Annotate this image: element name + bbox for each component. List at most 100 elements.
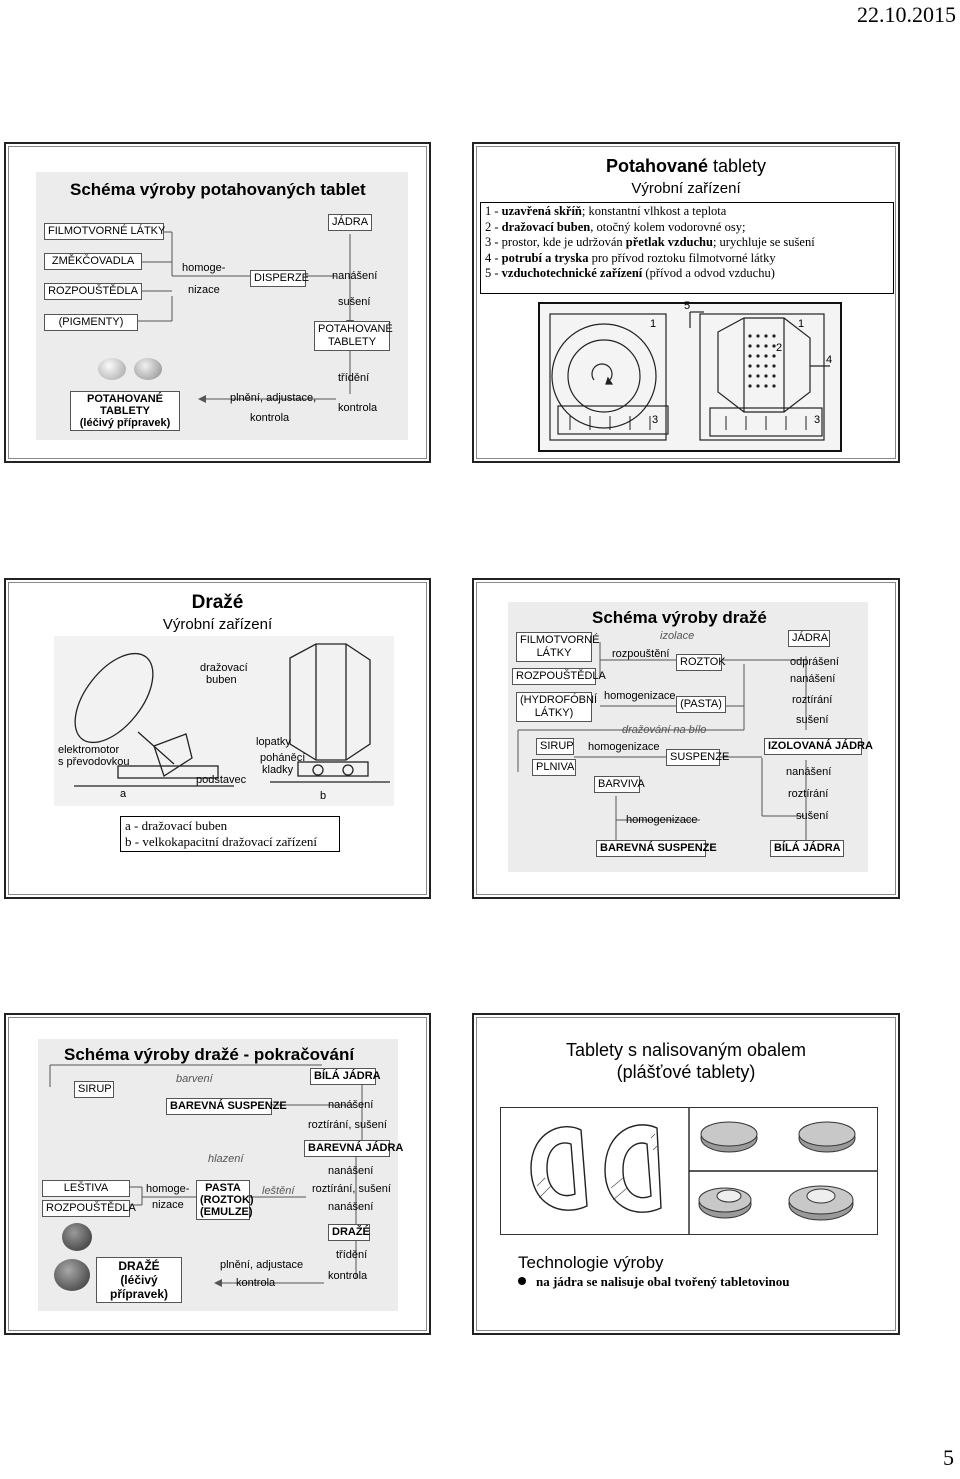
figure-number: 4 xyxy=(826,354,833,366)
item-prefix: 3 - prostor, kde je udržován xyxy=(485,235,626,250)
draze-drum-drawing xyxy=(74,643,390,787)
figure-label: dražovací xyxy=(200,662,248,674)
box-line: TABLETY xyxy=(327,336,377,348)
label-drying: sušení xyxy=(338,296,371,308)
slide-title: Schéma výroby dražé xyxy=(592,608,767,627)
label-sorting: třídění xyxy=(336,1249,368,1261)
equipment-list: 1 - uzavřená skříň; konstantní vlhkost a… xyxy=(480,202,894,294)
figure-number: 3 xyxy=(652,414,659,426)
equipment-figure: 5 1 3 1 2 4 3 xyxy=(538,300,842,452)
bullet-icon xyxy=(518,1277,526,1285)
label-homoge: homoge- xyxy=(146,1183,190,1195)
slide-draze-scheme-continued: Schéma výroby dražé - pokračování barven… xyxy=(4,1013,431,1335)
bullet-item: na jádra se nalisuje obal tvořený tablet… xyxy=(518,1274,790,1290)
box-draze: DRAŽÉ xyxy=(328,1224,370,1241)
box-line: LÁTKY) xyxy=(534,707,574,719)
box-line: PASTA xyxy=(205,1182,241,1194)
label-application: nanášení xyxy=(328,1201,374,1213)
figure-number: 5 xyxy=(684,300,691,312)
label-filling: plnění, adjustace xyxy=(220,1259,304,1271)
box-line: přípravek) xyxy=(109,1287,169,1301)
label-homogenization: homogenizace xyxy=(604,690,676,702)
list-item: 5 - vzduchotechnické zařízení (přívod a … xyxy=(485,266,889,282)
item-rest: ; konstantní vlhkost a teplota xyxy=(581,204,727,218)
box-paste: PASTA (ROZTOK) (EMULZE) xyxy=(196,1180,254,1220)
box-white-cores: BÍLÁ JÁDRA xyxy=(770,840,844,857)
technology-heading: Technologie výroby xyxy=(518,1253,664,1272)
list-item: 3 - prostor, kde je udržován přetlak vzd… xyxy=(485,235,889,251)
box-final-product: DRAŽÉ (léčivý přípravek) xyxy=(96,1257,182,1303)
label-application: nanášení xyxy=(332,270,378,282)
box-coated-tablets: POTAHOVANÉ TABLETY xyxy=(314,321,393,351)
label-homogenization: homogenizace xyxy=(588,741,660,753)
page-number: 5 xyxy=(943,1445,954,1470)
figure-label: lopatky xyxy=(256,736,291,748)
box-final-product: POTAHOVANÉ TABLETY (léčivý přípravek) xyxy=(70,391,180,431)
box-solvents: ROZPOUŠTĚDLA xyxy=(44,283,142,300)
label-spreading: roztírání xyxy=(792,694,833,706)
box-colored-suspension: BAREVNÁ SUSPENZE xyxy=(596,840,717,857)
box-line: TABLETY xyxy=(100,405,150,417)
box-line: (EMULZE) xyxy=(200,1206,253,1218)
label-control-left: kontrola xyxy=(236,1277,276,1289)
label-control-left: kontrola xyxy=(250,412,290,424)
label-control-right: kontrola xyxy=(328,1270,368,1282)
label-nizace: nizace xyxy=(188,284,220,296)
item-prefix: 2 - xyxy=(485,219,502,234)
slide-title: Tablety s nalisovaným obalem (plášťové t… xyxy=(474,1039,898,1083)
item-bold: uzavřená skříň xyxy=(501,204,582,218)
box-line: (léčivý xyxy=(120,1273,158,1287)
box-fillers: PLNIVA xyxy=(532,759,576,776)
box-white-cores: BÍLÁ JÁDRA xyxy=(310,1068,381,1085)
label-isolation: izolace xyxy=(660,630,695,642)
box-solvents: ROZPOUŠTĚDLA xyxy=(512,668,606,685)
box-dyes: BARVIVA xyxy=(594,776,645,793)
box-line: LÁTKY xyxy=(536,647,572,659)
box-plasticizers: ZMĚKČOVADLA xyxy=(44,253,142,270)
box-cores: JÁDRA xyxy=(328,214,372,231)
label-drying: sušení xyxy=(796,810,829,822)
slide-coated-tablets-equipment: Potahované tablety Výrobní zařízení 1 - … xyxy=(472,142,900,463)
box-isolated-cores: IZOLOVANÁ JÁDRA xyxy=(764,738,873,755)
slide-title: Dražé xyxy=(191,592,244,613)
figure-label: buben xyxy=(206,674,237,686)
box-line: POTAHOVANÉ xyxy=(318,323,393,335)
label-application: nanášení xyxy=(786,766,832,778)
box-hydrophobic: (HYDROFÓBNÍ LÁTKY) xyxy=(516,692,597,722)
label-application: nanášení xyxy=(790,673,836,685)
box-line: (HYDROFÓBNÍ xyxy=(520,694,597,706)
item-rest: pro přívod roztoku filmotvorné látky xyxy=(588,250,776,265)
label-homogenization: homogenizace xyxy=(626,814,698,826)
box-solvents: ROZPOUŠTĚDLA xyxy=(42,1200,136,1217)
label-drying: sušení xyxy=(796,714,829,726)
label-spread-dry: roztírání, sušení xyxy=(312,1183,391,1195)
item-bold: přetlak vzduchu xyxy=(625,235,713,250)
bullet-text: na jádra se nalisuje obal tvořený tablet… xyxy=(536,1274,790,1289)
figure-number: 1 xyxy=(650,318,657,330)
label-spreading: roztírání xyxy=(788,788,829,800)
box-film-forming: FILMOTVORNÉ LÁTKY xyxy=(44,223,165,240)
box-film-forming: FILMOTVORNÉ LÁTKY xyxy=(516,632,599,662)
label-white-coating: dražování na bílo xyxy=(622,724,707,736)
item-rest: , otočný kolem vodorovné osy; xyxy=(590,219,746,234)
box-line: POTAHOVANÉ xyxy=(87,393,163,405)
list-item: 4 - potrubí a tryska pro přívod roztoku … xyxy=(485,251,889,267)
label-filling: plnění, adjustace, xyxy=(230,392,317,404)
tablet-image xyxy=(134,358,162,380)
box-colored-suspension: BAREVNÁ SUSPENZE xyxy=(166,1098,287,1115)
slide-title: Schéma výroby potahovaných tablet xyxy=(70,180,366,199)
slide-title: Schéma výroby dražé - pokračování xyxy=(64,1045,355,1064)
item-bold: dražovací buben xyxy=(501,219,591,234)
figure-label: kladky xyxy=(262,764,294,776)
slide-press-coated-tablets: Tablety s nalisovaným obalem (plášťové t… xyxy=(472,1013,900,1335)
box-suspension: SUSPENZE xyxy=(666,749,729,766)
title-line: (plášťové tablety) xyxy=(616,1062,756,1082)
box-dispersion: DISPERZE xyxy=(250,270,309,287)
slide-draze-scheme: Schéma výroby dražé izolace FILMOTVORNÉ … xyxy=(472,578,900,899)
box-solution: ROZTOK xyxy=(676,654,726,671)
label-spread-dry: roztírání, sušení xyxy=(308,1119,387,1131)
label-application: nanášení xyxy=(328,1099,374,1111)
title-rest: tablety xyxy=(707,156,767,176)
figure-label: s převodovkou xyxy=(58,756,130,768)
label-smoothing: hlazení xyxy=(208,1153,244,1165)
